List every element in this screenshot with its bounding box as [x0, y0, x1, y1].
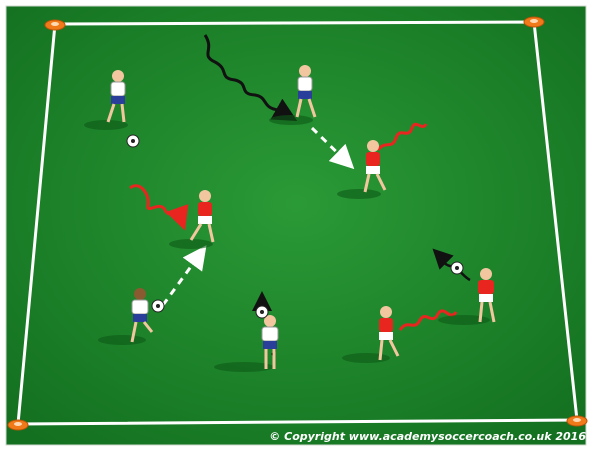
copyright-text: © Copyright www.academysoccercoach.co.uk…: [269, 430, 586, 443]
cone-top-left: [45, 20, 65, 30]
cone-top-right: [524, 17, 544, 27]
cone-bottom-left: [8, 420, 28, 430]
cone-bottom-right: [567, 416, 587, 426]
soccer-ball-icon: [127, 135, 139, 147]
soccer-ball-icon: [451, 262, 463, 274]
soccer-ball-icon: [256, 306, 268, 318]
soccer-ball-icon: [152, 300, 164, 312]
pitch-surface: [6, 6, 586, 445]
